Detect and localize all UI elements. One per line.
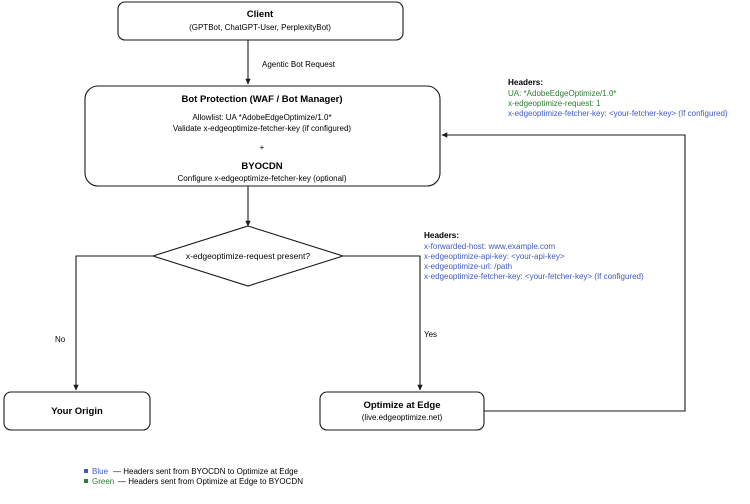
edge-decision-no-to-origin	[73, 255, 153, 391]
legend-swatch-blue	[84, 469, 88, 473]
edge-label-agentic-bot-request: Agentic Bot Request	[262, 60, 336, 69]
legend-desc-blue-text: Headers sent from BYOCDN to Optimize at …	[123, 467, 298, 476]
bot-protection-byocdn-title: BYOCDN	[241, 161, 282, 172]
edge-label-yes: Yes	[424, 330, 437, 339]
legend-desc-blue: — Headers sent from BYOCDN to Optimize a…	[113, 467, 299, 476]
node-client[interactable]: Client (GPTBot, ChatGPT-User, Perplexity…	[117, 1, 404, 41]
annotation-headers-blue: Headers: x-forwarded-host: www.example.c…	[424, 231, 644, 281]
annotation-headers-green: Headers: UA: *AdobeEdgeOptimize/1.0* x-e…	[508, 78, 728, 118]
legend-key-green: Green	[92, 477, 114, 486]
edges-layer	[73, 40, 686, 412]
edge-decision-yes-to-edge	[343, 255, 423, 391]
headers-blue-line-2: x-edgeoptimize-api-key: <your-api-key>	[424, 252, 565, 261]
bot-protection-byocdn-config: Configure x-edgeoptimize-fetcher-key (op…	[178, 174, 347, 183]
headers-blue-line-3: x-edgeoptimize-url: /path	[424, 262, 512, 271]
node-decision[interactable]: x-edgeoptimize-request present?	[151, 225, 345, 287]
legend-dash-green: —	[118, 477, 128, 486]
headers-blue-title: Headers:	[424, 231, 459, 240]
legend: Blue — Headers sent from BYOCDN to Optim…	[84, 467, 303, 486]
legend-dash-blue: —	[113, 467, 123, 476]
node-optimize-at-edge[interactable]: Optimize at Edge (live.edgeoptimize.net)	[319, 391, 485, 431]
client-box[interactable]	[117, 1, 404, 41]
headers-green-line-2: x-edgeoptimize-request: 1	[508, 99, 601, 108]
your-origin-box[interactable]	[3, 391, 151, 431]
headers-green-line-3: x-edgeoptimize-fetcher-key: <your-fetche…	[508, 109, 728, 118]
headers-green-line-1: UA: *AdobeEdgeOptimize/1.0*	[508, 89, 617, 98]
optimize-at-edge-box[interactable]	[319, 391, 485, 431]
your-origin-title: Your Origin	[51, 406, 103, 417]
edge-labels-layer: Agentic Bot Request No Yes	[55, 60, 437, 344]
node-bot-protection[interactable]: Bot Protection (WAF / Bot Manager) Allow…	[84, 85, 441, 187]
client-subtitle: (GPTBot, ChatGPT-User, PerplexityBot)	[189, 23, 331, 32]
bot-protection-box[interactable]	[84, 85, 441, 187]
headers-blue-line-1: x-forwarded-host: www.example.com	[424, 242, 555, 251]
client-title: Client	[247, 9, 274, 20]
edge-label-no: No	[55, 335, 66, 344]
bot-protection-validate: Validate x-edgeoptimize-fetcher-key (if …	[173, 124, 351, 133]
headers-green-title: Headers:	[508, 78, 543, 87]
legend-desc-green-text: Headers sent from Optimize at Edge to BY…	[128, 477, 303, 486]
decision-diamond[interactable]	[151, 225, 345, 287]
edge-edge-to-bot-protection-return	[441, 132, 686, 412]
bot-protection-allowlist: Allowlist: UA *AdobeEdgeOptimize/1.0*	[192, 113, 331, 122]
bot-protection-plus: +	[260, 143, 265, 152]
decision-label: x-edgeoptimize-request present?	[186, 251, 311, 261]
optimize-at-edge-title: Optimize at Edge	[363, 400, 440, 411]
headers-blue-line-4: x-edgeoptimize-fetcher-key: <your-fetche…	[424, 272, 644, 281]
legend-desc-green: — Headers sent from Optimize at Edge to …	[118, 477, 303, 486]
legend-key-blue: Blue	[92, 467, 109, 476]
node-your-origin[interactable]: Your Origin	[3, 391, 151, 431]
optimize-at-edge-subtitle: (live.edgeoptimize.net)	[362, 413, 443, 422]
bot-protection-title: Bot Protection (WAF / Bot Manager)	[182, 94, 343, 105]
legend-swatch-green	[84, 479, 88, 483]
